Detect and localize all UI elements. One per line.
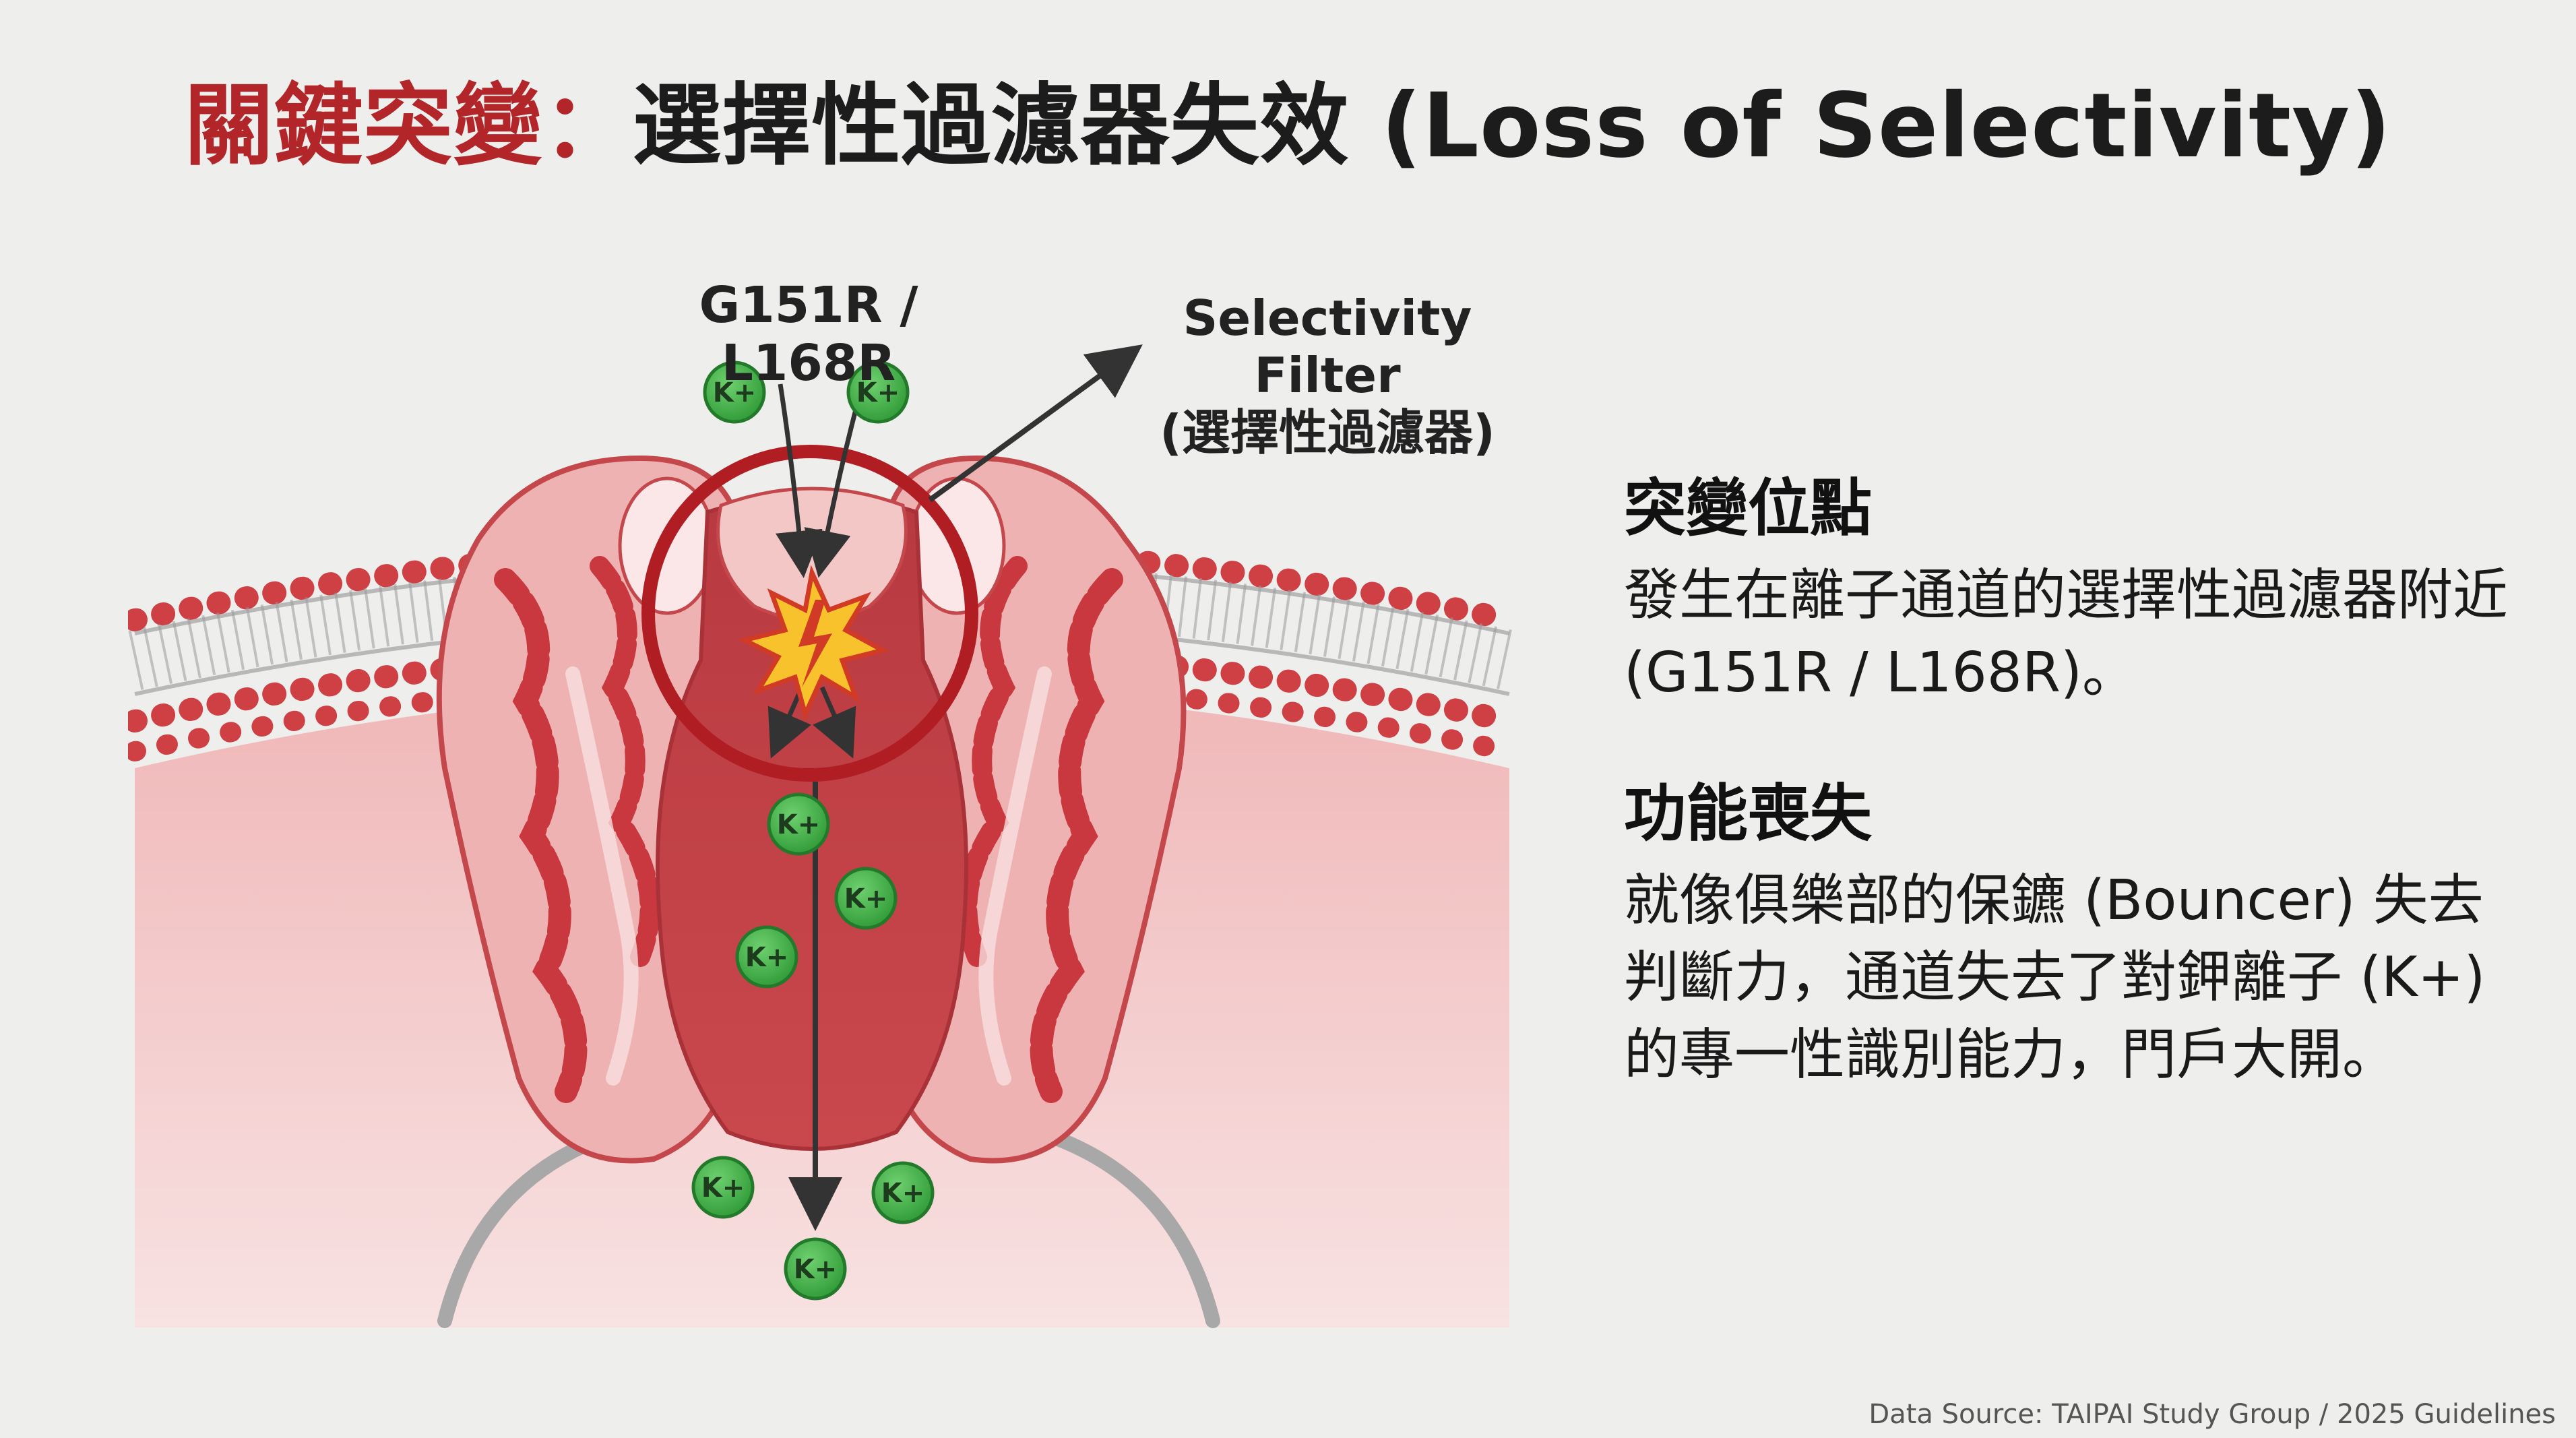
membrane-curve-right [1050,1131,1220,1328]
ion-channel-diagram: K+ K+ K+ K+ K+ K+ K+ K+ G151R / L168R Se… [128,256,1516,1334]
selectivity-filter-highlight [641,445,978,782]
info-body-mutation-site: 發生在離子通道的選擇性過濾器附近 (G151R / L168R)。 [1624,563,2509,705]
info-block-loss-of-function: 功能喪失 就像俱樂部的保鑣 (Bouncer) 失去判斷力，通道失去了對鉀離子 … [1624,763,2527,1094]
ion-label: K+ [844,883,888,914]
selectivity-filter-label-zh: (選擇性過濾器) [1160,404,1495,461]
ion-flow-arrow-down-right [813,686,856,759]
title-accent: 關鍵突變： [184,74,633,178]
ion-label: K+ [881,1178,925,1209]
ion-label: K+ [856,377,900,408]
potassium-ion: K+ [735,925,798,989]
info-heading-mutation-site: 突變位點 [1624,472,1873,544]
ion-label: K+ [701,1173,745,1203]
potassium-ion: K+ [834,867,898,930]
info-body-loss-of-function: 就像俱樂部的保鑣 (Bouncer) 失去判斷力，通道失去了對鉀離子 (K+) … [1624,868,2486,1088]
filter-pointer-arrow [928,344,1143,503]
membrane-curve-left [437,1131,607,1328]
mutation-label: G151R / L168R [699,276,918,392]
potassium-ion: K+ [871,1161,935,1224]
info-block-mutation-site: 突變位點 發生在離子通道的選擇性過濾器附近 (G151R / L168R)。 [1624,458,2527,712]
potassium-ion: K+ [703,361,766,424]
ion-label: K+ [713,377,757,408]
data-source-footer: Data Source: TAIPAI Study Group / 2025 G… [1868,1399,2556,1430]
mutation-burst-icon [737,565,889,722]
info-panel: 突變位點 發生在離子通道的選擇性過濾器附近 (G151R / L168R)。 功… [1624,458,2527,1094]
info-heading-loss-of-function: 功能喪失 [1624,777,1873,850]
ion-flow-arrow-left [775,383,823,578]
potassium-ion: K+ [767,792,830,856]
potassium-ion: K+ [784,1237,847,1301]
potassium-ion: K+ [691,1156,755,1219]
selectivity-filter-label: Selectivity Filter (選擇性過濾器) [1125,290,1530,462]
ion-label: K+ [777,809,821,840]
potassium-ion: K+ [846,361,910,424]
title-main: 選擇性過濾器失效 (Loss of Selectivity) [632,74,2392,178]
selectivity-filter-label-en: Selectivity Filter [1183,290,1472,404]
ion-label: K+ [794,1254,838,1285]
slide-title: 關鍵突變：選擇性過濾器失效 (Loss of Selectivity) [0,54,2576,183]
ion-label: K+ [745,942,789,973]
